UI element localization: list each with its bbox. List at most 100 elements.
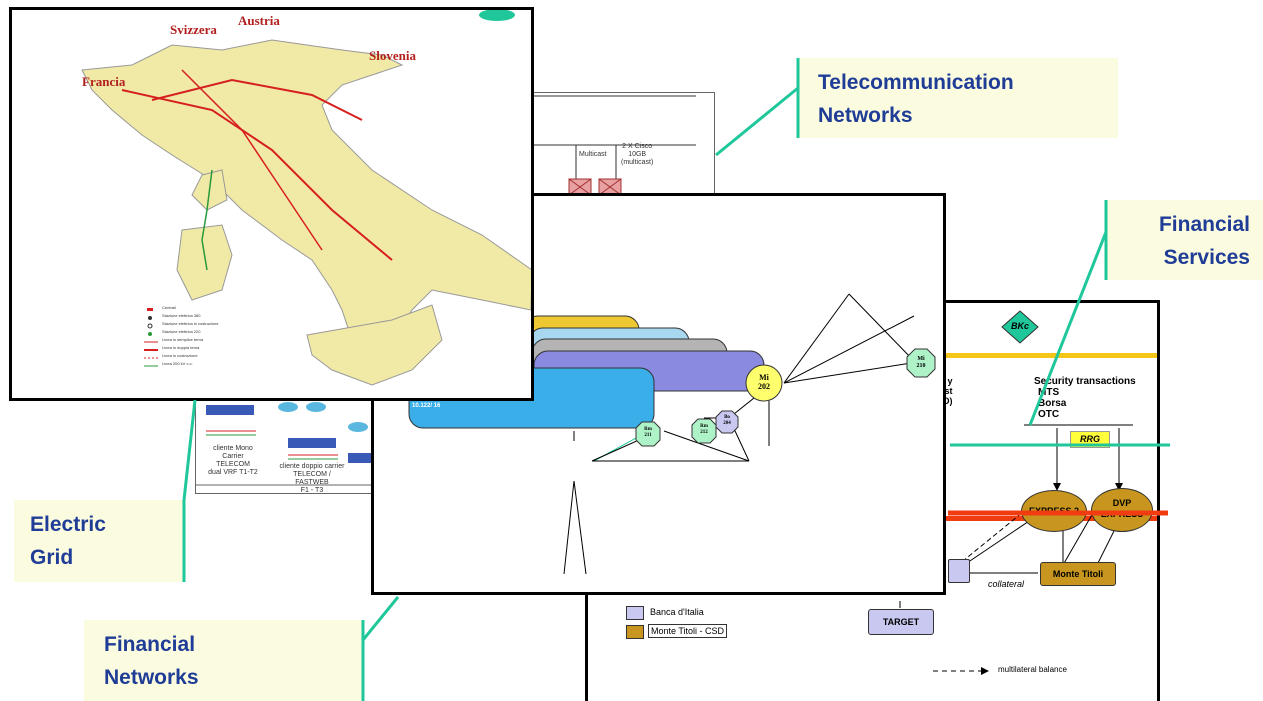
financial-services-line2: Services <box>1163 246 1250 269</box>
node-rm-211 <box>635 421 661 447</box>
security-item-borsa: Borsa <box>1038 398 1067 409</box>
electric-grid-callout: Electric Grid <box>30 508 106 574</box>
multilateral-label: multilateral balance <box>998 665 1067 674</box>
power-line-1 <box>121 89 393 261</box>
country-slovenia: Slovenia <box>369 48 416 63</box>
dvp-label-2: EXPRESS <box>1100 509 1144 519</box>
switch-2 <box>306 402 326 412</box>
client2-line2: TELECOM / FASTWEB <box>293 471 331 486</box>
node-mi-202 <box>745 364 783 402</box>
client2-device <box>288 438 336 448</box>
map-legend-6: Linea in costruzione <box>162 353 198 358</box>
collateral-label: collateral <box>988 579 1025 589</box>
multilateral-arrowhead <box>981 667 989 675</box>
legend-banca-swatch <box>626 606 644 620</box>
express2-node: EXPRESS 2 <box>1021 490 1087 532</box>
rrg-label: RRG <box>1070 431 1110 448</box>
client2-line1: cliente doppio carrier <box>279 463 345 470</box>
telecom-callout-line2: Networks <box>818 104 913 127</box>
legend-banca-label: Banca d'Italia <box>650 607 704 617</box>
node-mi-210-l1: Mi <box>917 356 925 362</box>
mainland-italy <box>81 39 531 341</box>
bk-label: BKc <box>1010 321 1029 331</box>
country-svizzera: Svizzera <box>170 22 217 37</box>
security-title: Security transactions <box>1034 376 1136 387</box>
telecom-connector <box>715 86 799 157</box>
node-bo-204-l2: 204 <box>723 421 731 426</box>
financial-networks-callout-bg <box>84 620 364 701</box>
electric-grid-line1: Electric <box>30 513 106 536</box>
network-diagram <box>408 293 936 575</box>
target-node: TARGET <box>868 609 934 635</box>
client2-line3: F1 - T3 <box>300 487 324 494</box>
telecom-callout: Telecommunication Networks <box>818 66 1014 132</box>
financial-services-callout: Financial Services <box>1130 208 1250 274</box>
map-legend-3: Stazione elettrica 220 <box>162 329 201 334</box>
electric-grid-line2: Grid <box>30 546 74 569</box>
telecom-callout-line1: Telecommunication <box>818 71 1014 94</box>
security-item-mts: MTS <box>1038 387 1060 398</box>
map-legend: Centrali Stazione elettrica 380 Stazione… <box>162 304 218 368</box>
country-francia: Francia <box>82 74 126 89</box>
y-label-3: D) <box>943 396 953 406</box>
arrowhead-2 <box>1115 483 1123 491</box>
node-bo-204-l1: Bo <box>724 415 730 420</box>
node-bo-204 <box>715 410 739 434</box>
node-rm-212-label: Rm 212 <box>692 424 716 436</box>
y-label-block: y st D) <box>943 376 953 406</box>
client3-device <box>348 453 374 463</box>
security-item-otc: OTC <box>1038 409 1060 420</box>
map-slide: Svizzera Austria Slovenia Francia Centra… <box>9 7 534 401</box>
node-rm-212-l1: Rm <box>700 424 708 429</box>
map-legend-5: Linea in doppia terna <box>162 345 200 350</box>
cisco-label: 2 X Cisco 10GB (multicast) <box>621 143 653 167</box>
legend-monte-swatch <box>626 625 644 639</box>
monte-titoli-node: Monte Titoli <box>1040 562 1116 586</box>
map-legend-2: Stazione elettrica in costruzione <box>162 321 219 326</box>
node-mi-210-l2: 210 <box>916 363 926 369</box>
node-bo-204-label: Bo 204 <box>716 415 738 427</box>
dvp-to-monte-1 <box>1062 512 1094 566</box>
map-legend-1: Stazione elettrica 380 <box>162 313 201 318</box>
dvp-label-1: DVP <box>1112 498 1132 508</box>
y-label-2: st <box>944 386 953 396</box>
sicily <box>306 304 443 386</box>
arrowhead-1 <box>1053 483 1061 491</box>
financial-networks-connector <box>361 596 400 641</box>
financial-networks-line2: Networks <box>104 666 199 689</box>
country-austria: Austria <box>238 13 280 28</box>
cloud-label-2: 10.122/ 16 <box>412 403 441 409</box>
node-mi-202-label: Mi 202 <box>746 373 782 391</box>
client2-label: cliente doppio carrier TELECOM / FASTWEB… <box>276 463 348 495</box>
cisco-label-2: 10GB <box>628 151 647 158</box>
financial-services-line1: Financial <box>1158 213 1250 236</box>
electric-grid-connector <box>182 399 197 501</box>
security-transactions: Security transactions MTS Borsa OTC <box>1034 376 1136 420</box>
lavender-box <box>948 559 970 583</box>
cisco-label-3: (multicast) <box>621 159 654 166</box>
node-rm-211-label: Rm 211 <box>636 427 660 439</box>
financial-networks-line1: Financial <box>104 633 196 656</box>
node-rm-211-l1: Rm <box>644 427 652 432</box>
map-legend-4: Linea in semplice terna <box>162 337 204 342</box>
client1-line1: cliente Mono <box>213 445 253 452</box>
financial-networks-callout: Financial Networks <box>104 628 199 694</box>
switch-3 <box>348 422 368 432</box>
power-line-3 <box>181 69 323 251</box>
node-rm-212 <box>691 418 717 444</box>
node-mi-210 <box>906 348 936 378</box>
logo-mark <box>479 10 515 21</box>
client1-line3: TELECOM <box>216 461 250 468</box>
italy-map <box>81 10 531 386</box>
node-mi-210-label: Mi 210 <box>908 356 934 370</box>
client1-label: cliente Mono Carrier TELECOM dual VRF T1… <box>208 445 258 477</box>
dvp-node: DVP EXPRESS <box>1091 488 1153 532</box>
sardinia <box>176 224 233 301</box>
legend-monte-label: Monte Titoli - CSD <box>648 624 728 638</box>
multicast-label: Multicast <box>579 151 607 158</box>
y-label-1: y <box>947 376 953 386</box>
node-rm-212-l2: 212 <box>700 430 708 435</box>
dashed-arrow <box>957 507 1029 566</box>
client1-device <box>206 405 254 415</box>
node-mi-202-l1: Mi <box>759 373 769 382</box>
